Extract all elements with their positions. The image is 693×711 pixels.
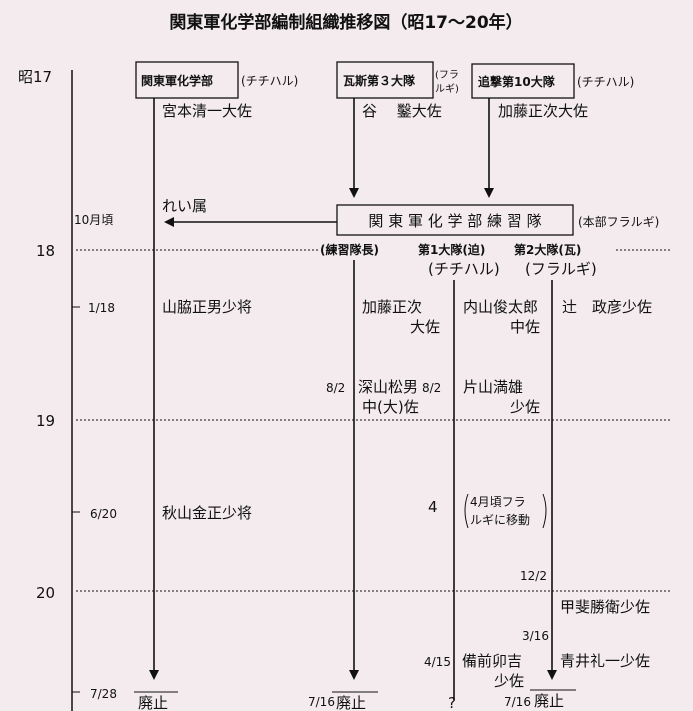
year-label-19: 19 (36, 412, 55, 430)
commander-akiyama: 秋山金正少将 (162, 504, 252, 522)
abolished-chemical-dept: 廃止 (138, 694, 168, 711)
abolished-battalion-2: 廃止 (534, 692, 564, 710)
chart-title: 関東軍化学部編制組織推移図（昭17〜20年） (169, 12, 522, 33)
commander-kai: 甲斐勝衛少佐 (560, 598, 650, 616)
unit-box-chemical-dept (135, 61, 239, 99)
attach-date: 10月頃 (74, 213, 113, 227)
commander-tani: 谷 鑿大佐 (362, 102, 442, 120)
unit-name-mortar-10: 追撃第10大隊 (478, 74, 556, 89)
date-6-20: 6/20 (90, 507, 117, 521)
commander-bizen-line1: 備前卯吉 (462, 652, 522, 670)
unit-location-gas-3-line1: (フラ (435, 69, 459, 81)
sub-unit-battalion-2: 第2大隊(瓦) (514, 242, 581, 257)
year-label-17: 昭17 (18, 68, 52, 86)
commander-tsuji: 辻 政彦少佐 (562, 298, 652, 316)
sub-unit-label-bg (318, 242, 614, 256)
date-7-16-b: 7/16 (504, 695, 531, 709)
move-note-line2: ルギに移動 (470, 513, 530, 527)
unit-name-chemical-dept: 関東軍化学部 (141, 73, 213, 88)
commander-fukayama-line2: 中(大)佐 (362, 398, 419, 416)
commander-yamawaki: 山脇正男少将 (162, 298, 252, 316)
unit-location-mortar-10: (チチハル) (577, 75, 634, 89)
commander-miyamoto: 宮本清一大佐 (162, 102, 252, 120)
move-note-line1: 4月頃フラ (470, 495, 526, 509)
unknown-end: ? (448, 694, 456, 711)
attach-label: れい属 (162, 197, 207, 215)
move-note-brackets (464, 493, 547, 529)
date-7-28: 7/28 (90, 687, 117, 701)
date-3-16: 3/16 (522, 629, 549, 643)
year-label-18: 18 (36, 242, 55, 260)
date-8-2-a: 8/2 (326, 381, 345, 395)
training-unit-box (336, 204, 574, 236)
date-4: 4 (428, 498, 438, 516)
commander-bizen-line2: 少佐 (494, 672, 524, 690)
commander-fukayama-line1: 深山松男 (358, 378, 418, 396)
commander-katayama-line1: 片山満雄 (463, 378, 523, 396)
battalion-2-location: (フラルギ) (525, 260, 597, 278)
commander-kato-2-line2: 大佐 (410, 318, 440, 336)
training-unit-name: 関 東 軍 化 学 部 練 習 隊 (368, 212, 541, 230)
unit-location-gas-3-line2: ルギ) (435, 83, 459, 95)
commander-kato: 加藤正次大佐 (498, 102, 588, 120)
commander-kato-2-line1: 加藤正次 (362, 298, 422, 316)
date-7-16-a: 7/16 (308, 695, 335, 709)
date-4-15: 4/15 (424, 655, 451, 669)
commander-aoi: 青井礼一少佐 (560, 652, 650, 670)
battalion-1-location: (チチハル) (428, 260, 500, 278)
sub-unit-leader: (練習隊長) (320, 242, 379, 257)
commander-katayama-line2: 少佐 (510, 398, 540, 416)
unit-box-gas-3 (336, 61, 434, 99)
date-12-2: 12/2 (520, 569, 547, 583)
date-1-18: 1/18 (88, 301, 115, 315)
year-label-20: 20 (36, 584, 55, 602)
unit-name-gas-3: 瓦斯第３大隊 (343, 73, 416, 88)
training-unit-location: (本部フラルギ) (578, 214, 659, 229)
sub-unit-battalion-1: 第1大隊(迫) (418, 242, 485, 257)
commander-uchiyama-line1: 内山俊太郎 (463, 298, 538, 316)
unit-location-chemical-dept: (チチハル) (241, 74, 298, 88)
commander-uchiyama-line2: 中佐 (510, 318, 540, 336)
date-8-2-b: 8/2 (422, 381, 441, 395)
abolished-training-unit: 廃止 (336, 694, 366, 711)
unit-box-mortar-10 (471, 63, 575, 99)
